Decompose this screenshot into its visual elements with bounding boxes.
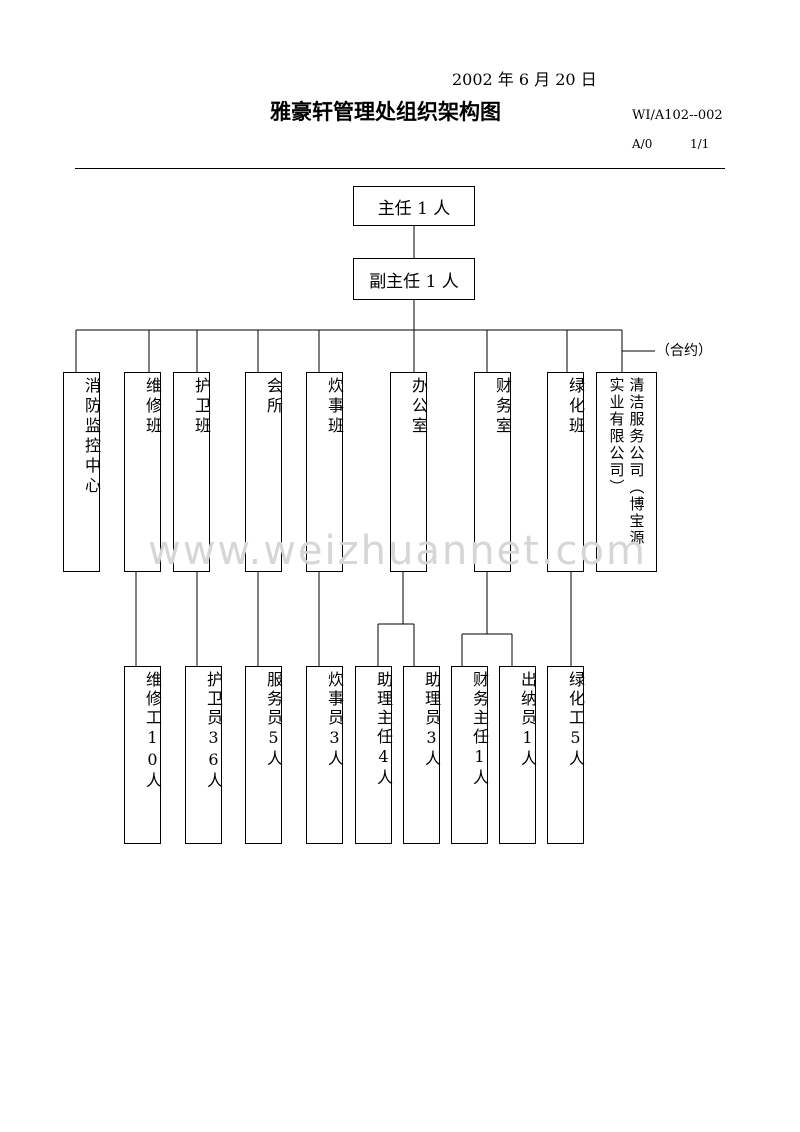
staff-cashier-label: 出纳员1人	[518, 671, 537, 769]
staff-cashier-box: 出纳员1人	[499, 666, 537, 844]
director-label: 主任 1 人	[377, 198, 451, 219]
dept-finance-box: 财务室	[474, 372, 512, 572]
dept-security-box: 护卫班	[173, 372, 211, 572]
staff-gardeners-box: 绿化工5人	[547, 666, 585, 844]
staff-maintenance-label: 维修工10人	[143, 671, 162, 791]
dept-maintenance-label: 维修班	[143, 377, 162, 437]
staff-service-box: 服务员5人	[245, 666, 283, 844]
staff-service-label: 服务员5人	[264, 671, 283, 769]
dept-cleaning-box: 清洁服务公司（博宝源实业有限公司）	[596, 372, 657, 572]
dept-maintenance-box: 维修班	[124, 372, 162, 572]
staff-maintenance-box: 维修工10人	[124, 666, 162, 844]
dept-security-label: 护卫班	[192, 377, 211, 437]
staff-assistants-box: 助理员3人	[403, 666, 441, 844]
dept-fire-control-label: 消防监控中心	[82, 377, 101, 497]
staff-cooks-box: 炊事员3人	[306, 666, 344, 844]
staff-guards-box: 护卫员36人	[185, 666, 223, 844]
dept-finance-label: 财务室	[493, 377, 512, 437]
header-divider	[75, 168, 725, 169]
document-number: WI/A102--002	[632, 108, 723, 123]
staff-assistants-label: 助理员3人	[422, 671, 441, 769]
staff-finance-director-box: 财务主任1人	[451, 666, 489, 844]
contract-note: （合约）	[656, 343, 712, 359]
staff-guards-label: 护卫员36人	[204, 671, 223, 791]
staff-gardeners-label: 绿化工5人	[566, 671, 585, 769]
revision-number: A/0	[632, 137, 653, 151]
dept-cleaning-label: 清洁服务公司（博宝源实业有限公司）	[607, 377, 646, 547]
dept-greening-box: 绿化班	[547, 372, 585, 572]
staff-assistant-director-box: 助理主任4人	[355, 666, 393, 844]
dept-office-box: 办公室	[390, 372, 428, 572]
director-box: 主任 1 人	[353, 186, 475, 226]
dept-kitchen-box: 炊事班	[306, 372, 344, 572]
dept-fire-control-box: 消防监控中心	[63, 372, 101, 572]
page-title: 雅豪轩管理处组织架构图	[270, 100, 501, 124]
document-date: 2002 年 6 月 20 日	[452, 70, 597, 89]
staff-cooks-label: 炊事员3人	[325, 671, 344, 769]
staff-finance-director-label: 财务主任1人	[470, 671, 489, 788]
page-number: 1/1	[690, 137, 710, 151]
dept-office-label: 办公室	[409, 377, 428, 437]
dept-clubhouse-box: 会所	[245, 372, 283, 572]
dept-kitchen-label: 炊事班	[325, 377, 344, 437]
deputy-director-box: 副主任 1 人	[353, 258, 475, 300]
dept-greening-label: 绿化班	[566, 377, 585, 437]
staff-assistant-director-label: 助理主任4人	[374, 671, 393, 788]
watermark: www.weizhuannet.com	[148, 528, 647, 574]
dept-clubhouse-label: 会所	[264, 377, 283, 417]
deputy-director-label: 副主任 1 人	[369, 271, 459, 292]
